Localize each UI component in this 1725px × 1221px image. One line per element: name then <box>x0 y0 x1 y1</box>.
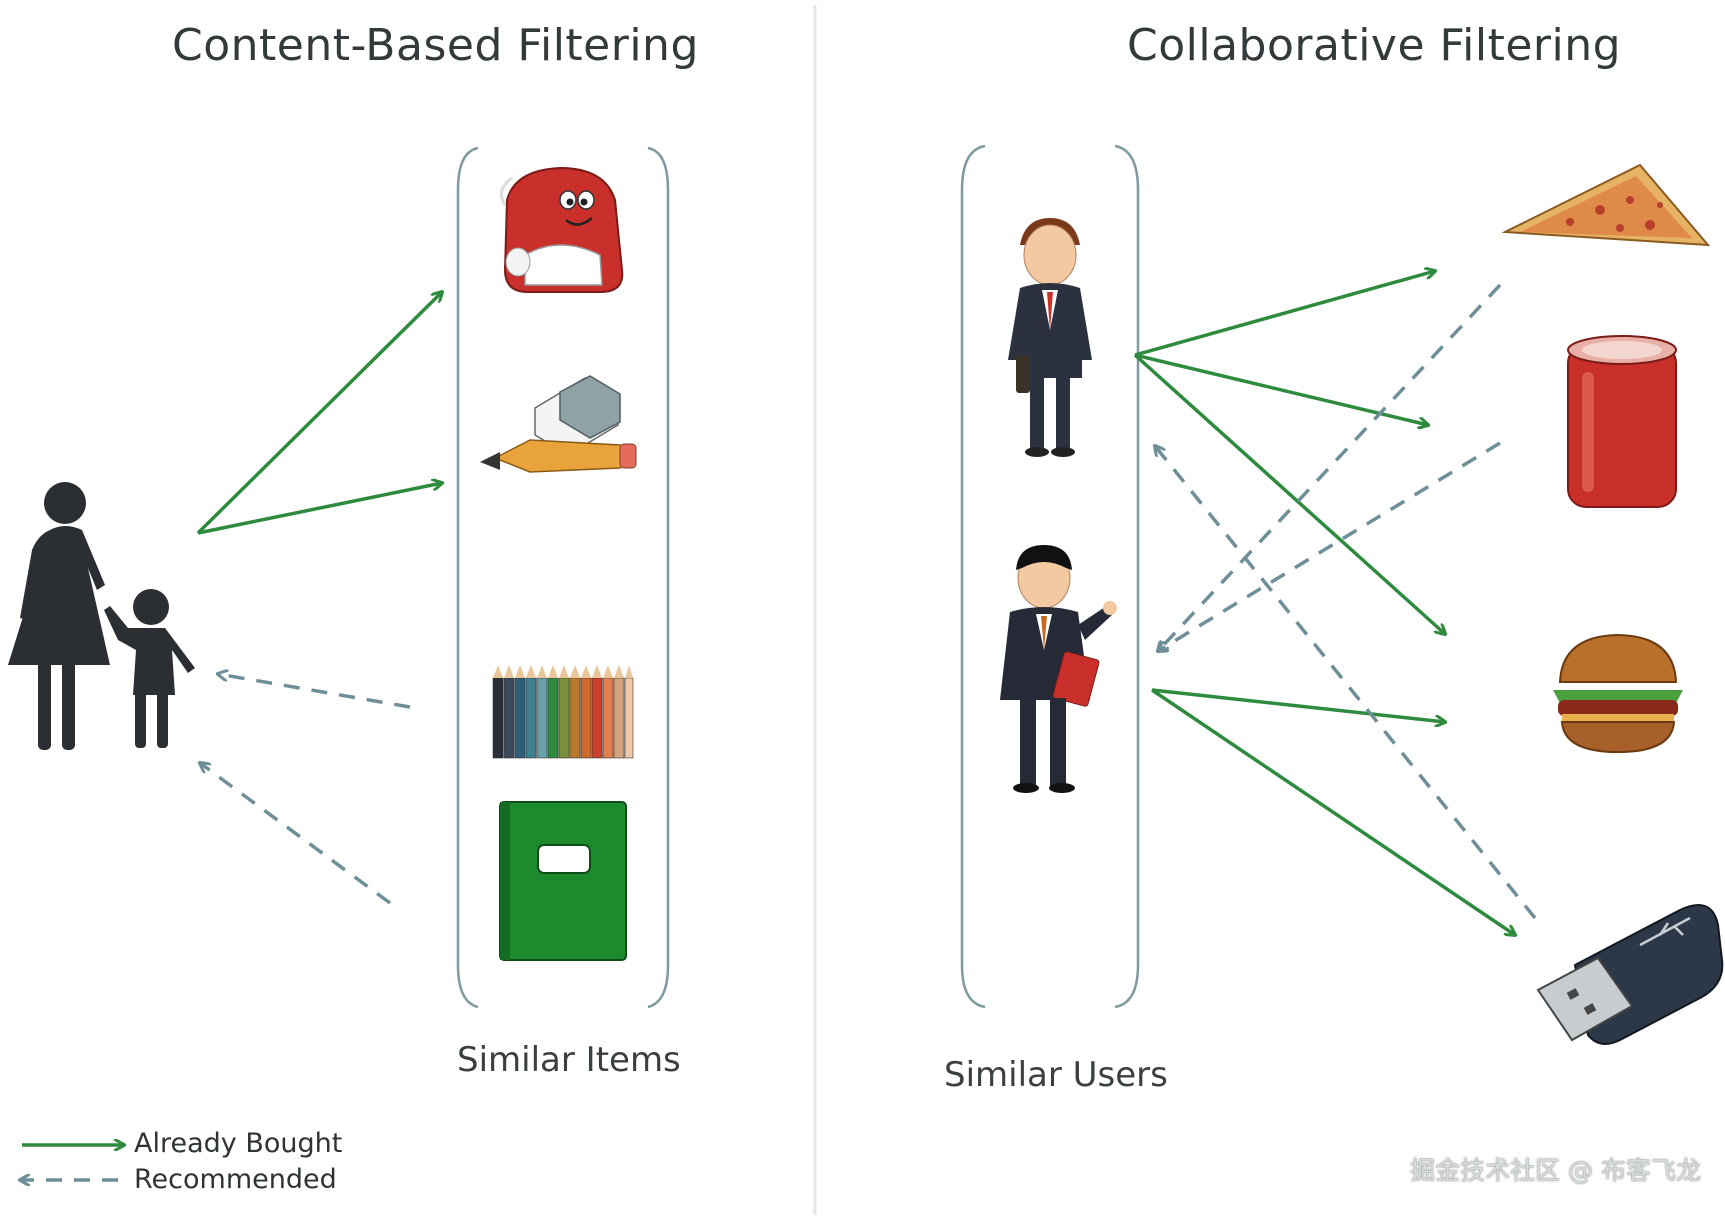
user-2-icon <box>1000 545 1117 793</box>
content-bought-arrows <box>196 292 442 535</box>
pizza-slice-icon <box>1501 163 1711 247</box>
eraser-pencil-icon <box>480 375 637 473</box>
soda-can-icon <box>1567 335 1677 508</box>
burger-icon <box>1553 633 1683 754</box>
collab-recommended-arrows <box>1155 283 1537 920</box>
similar-users-caption: Similar Users <box>944 1055 1168 1095</box>
content-based-title: Content-Based Filtering <box>172 20 699 71</box>
similar-items-bracket <box>456 146 670 1009</box>
colored-pencils-icon <box>492 665 634 759</box>
watermark-text: 掘金技术社区 @ 布客飞龙 <box>1410 1156 1701 1185</box>
collab-bought-arrows <box>1133 271 1515 935</box>
collaborative-title: Collaborative Filtering <box>1127 20 1622 71</box>
legend-recommended: Recommended <box>134 1164 337 1195</box>
user-1-icon <box>1008 218 1092 457</box>
similar-items-caption: Similar Items <box>457 1040 681 1080</box>
customer-icon <box>8 482 195 750</box>
similar-users-bracket <box>960 144 1140 1009</box>
usb-drive-icon <box>1536 904 1724 1045</box>
backpack-icon <box>499 166 624 293</box>
notebook-icon <box>499 801 627 961</box>
content-recommended-arrows <box>200 674 411 905</box>
legend-already-bought: Already Bought <box>134 1128 343 1159</box>
